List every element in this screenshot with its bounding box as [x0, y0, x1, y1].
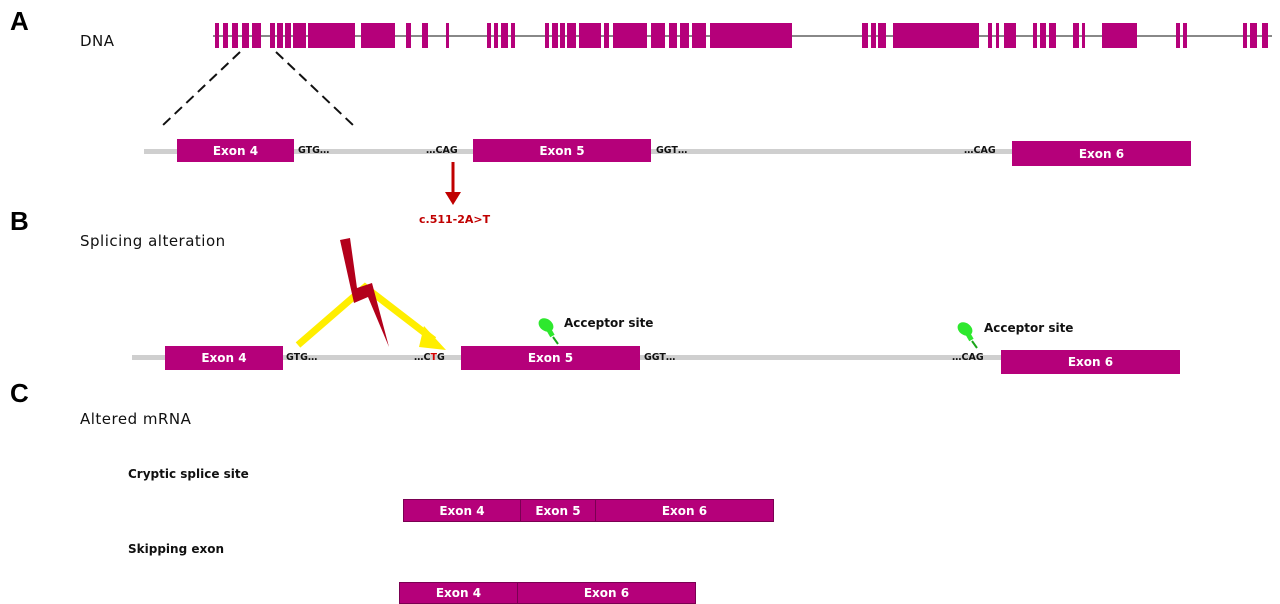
seq-prefix: …C	[414, 352, 431, 363]
dna-exon-block	[293, 23, 306, 48]
dna-exon-block	[996, 23, 999, 48]
dna-exon-block	[1033, 23, 1037, 48]
splicing-alteration-title: Splicing alteration	[80, 232, 226, 250]
dna-exon-block	[545, 23, 549, 48]
intron-line-a	[144, 149, 1190, 154]
mrna-exon-4: Exon 4	[403, 499, 521, 522]
altered-mrna-title: Altered mRNA	[80, 410, 192, 428]
dna-exon-block	[552, 23, 558, 48]
dna-exon-block	[1049, 23, 1056, 48]
acceptor-site-label-1: Acceptor site	[564, 316, 654, 330]
seq-after-exon4-b: GTG…	[286, 352, 318, 363]
dna-exon-block	[487, 23, 491, 48]
panel-letter-b: B	[10, 206, 29, 236]
dna-exon-block	[680, 23, 689, 48]
dna-exon-block	[308, 23, 355, 48]
dna-exon-block	[1082, 23, 1085, 48]
zoom-line-left	[161, 51, 241, 127]
mrna-exon-6: Exon 6	[595, 499, 774, 522]
seq-after-exon4-a: GTG…	[298, 145, 330, 156]
dna-exon-block	[871, 23, 876, 48]
seq-before-exon6-b: …CAG	[952, 352, 984, 363]
dna-exon-block	[501, 23, 508, 48]
dna-exon-block	[710, 23, 792, 48]
dna-exon-block	[252, 23, 261, 48]
dna-exon-block	[285, 23, 291, 48]
acceptor-site-label-2: Acceptor site	[984, 321, 1074, 335]
lightning-bolt-icon	[340, 238, 389, 347]
dna-exon-block	[422, 23, 428, 48]
skipping-exon-title: Skipping exon	[128, 542, 225, 556]
dna-exon-block	[1004, 23, 1016, 48]
dna-exon-block	[692, 23, 706, 48]
pushpin-icon	[957, 322, 978, 349]
dna-exon-block	[893, 23, 979, 48]
seq-after-exon5-b: GGT…	[644, 352, 676, 363]
mutation-label: c.511-2A>T	[419, 213, 491, 226]
zoom-line-right	[275, 51, 355, 127]
dna-exon-block	[494, 23, 498, 48]
dna-exon-block	[270, 23, 275, 48]
mrna-exon-4: Exon 4	[399, 582, 518, 604]
mrna-exon-5: Exon 5	[520, 499, 596, 522]
cryptic-mrna: Exon 4 Exon 5 Exon 6	[403, 499, 774, 522]
dna-exon-block	[1250, 23, 1257, 48]
dna-exon-block	[232, 23, 238, 48]
exon-6-b: Exon 6	[1001, 350, 1180, 374]
dna-exon-block	[1176, 23, 1180, 48]
dna-exon-block	[1073, 23, 1079, 48]
dna-exon-block	[579, 23, 601, 48]
dna-exon-block	[669, 23, 677, 48]
dna-exon-block	[1102, 23, 1137, 48]
dna-exon-block	[567, 23, 576, 48]
dna-exon-block	[878, 23, 886, 48]
splice-arrow-head	[419, 326, 446, 350]
panel-letter-c: C	[10, 378, 29, 408]
dna-exon-block	[511, 23, 515, 48]
seq-before-exon5-a: …CAG	[426, 145, 458, 156]
dna-exon-block	[988, 23, 992, 48]
skipping-mrna: Exon 4 Exon 6	[399, 582, 696, 604]
cryptic-splice-site-title: Cryptic splice site	[128, 467, 249, 481]
dna-exon-block	[560, 23, 565, 48]
dna-exon-blocks	[215, 23, 1268, 48]
exon-5-b: Exon 5	[461, 346, 640, 370]
dna-exon-block	[604, 23, 609, 48]
exon-4-a: Exon 4	[177, 139, 294, 162]
seq-suffix: G	[436, 352, 445, 363]
mrna-exon-6: Exon 6	[517, 582, 696, 604]
dna-exon-block	[1183, 23, 1187, 48]
exon-6-a: Exon 6	[1012, 141, 1191, 166]
dna-exon-block	[862, 23, 868, 48]
dna-exon-block	[613, 23, 647, 48]
dna-exon-block	[1243, 23, 1247, 48]
panel-letter-a: A	[10, 6, 29, 36]
seq-before-exon5-b: …CTG	[414, 352, 445, 364]
intron-line-b	[132, 355, 1180, 360]
dna-exon-block	[361, 23, 395, 48]
mutation-arrow-head	[445, 192, 461, 205]
seq-before-exon6-a: …CAG	[964, 145, 996, 156]
exon-4-b: Exon 4	[165, 346, 283, 370]
dna-exon-block	[1040, 23, 1046, 48]
dna-exon-block	[223, 23, 228, 48]
dna-exon-block	[215, 23, 219, 48]
dna-exon-block	[406, 23, 411, 48]
dna-exon-block	[242, 23, 249, 48]
seq-after-exon5-a: GGT…	[656, 145, 688, 156]
dna-exon-block	[446, 23, 449, 48]
dna-exon-block	[277, 23, 283, 48]
pushpin-icon	[538, 318, 559, 345]
mutated-base: T	[430, 352, 437, 363]
dna-title: DNA	[80, 32, 115, 50]
dna-exon-block	[651, 23, 665, 48]
exon-5-a: Exon 5	[473, 139, 651, 162]
dna-exon-block	[1262, 23, 1268, 48]
